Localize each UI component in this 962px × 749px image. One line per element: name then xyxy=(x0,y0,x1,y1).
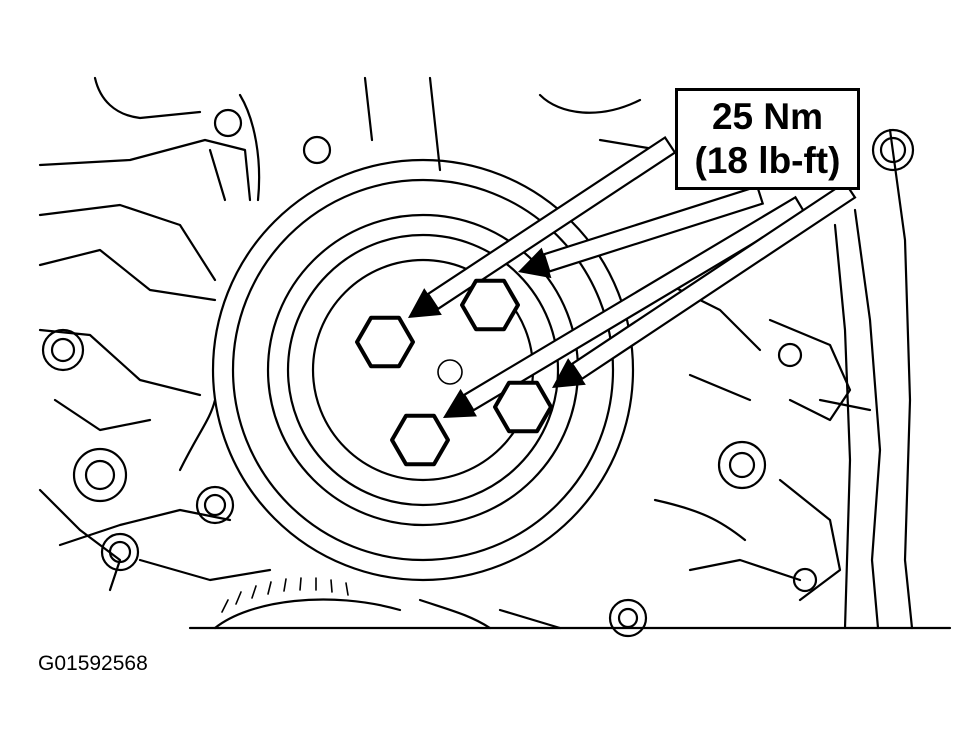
torque-lbft-label: (18 lb-ft) xyxy=(694,140,841,181)
engine-outline xyxy=(38,76,952,630)
leader-line xyxy=(462,195,807,412)
timing-gear xyxy=(213,577,402,630)
callout-leaders xyxy=(408,135,857,418)
bolt-icon xyxy=(41,328,85,372)
hex-bolt-icon xyxy=(355,315,415,369)
engine-bolts xyxy=(41,108,915,638)
bolt-icon xyxy=(608,598,648,638)
pulley-bolts xyxy=(355,278,553,467)
bolt-icon xyxy=(792,567,818,593)
bolt-icon xyxy=(195,485,235,525)
leader-line xyxy=(426,135,677,311)
bolt-icon xyxy=(717,440,767,490)
arrowhead-icon xyxy=(443,388,477,418)
bolt-icon xyxy=(871,128,915,172)
figure-id: G01592568 xyxy=(38,652,148,675)
bolt-icon xyxy=(777,342,803,368)
hex-bolt-icon xyxy=(460,278,520,332)
arrowhead-icon xyxy=(408,288,442,318)
torque-nm-label: 25 Nm xyxy=(711,96,824,137)
arrowhead-icon xyxy=(518,247,552,279)
bolt-icon xyxy=(213,108,243,138)
bolt-icon xyxy=(302,135,332,165)
bolt-icon xyxy=(100,532,140,572)
hex-bolt-icon xyxy=(493,380,553,434)
pulley-center-hole xyxy=(437,359,463,385)
arrowhead-icon xyxy=(552,358,586,388)
bolt-icon xyxy=(72,447,128,503)
hex-bolt-icon xyxy=(390,413,450,467)
torque-callout: 25 Nm (18 lb-ft) xyxy=(675,88,860,190)
